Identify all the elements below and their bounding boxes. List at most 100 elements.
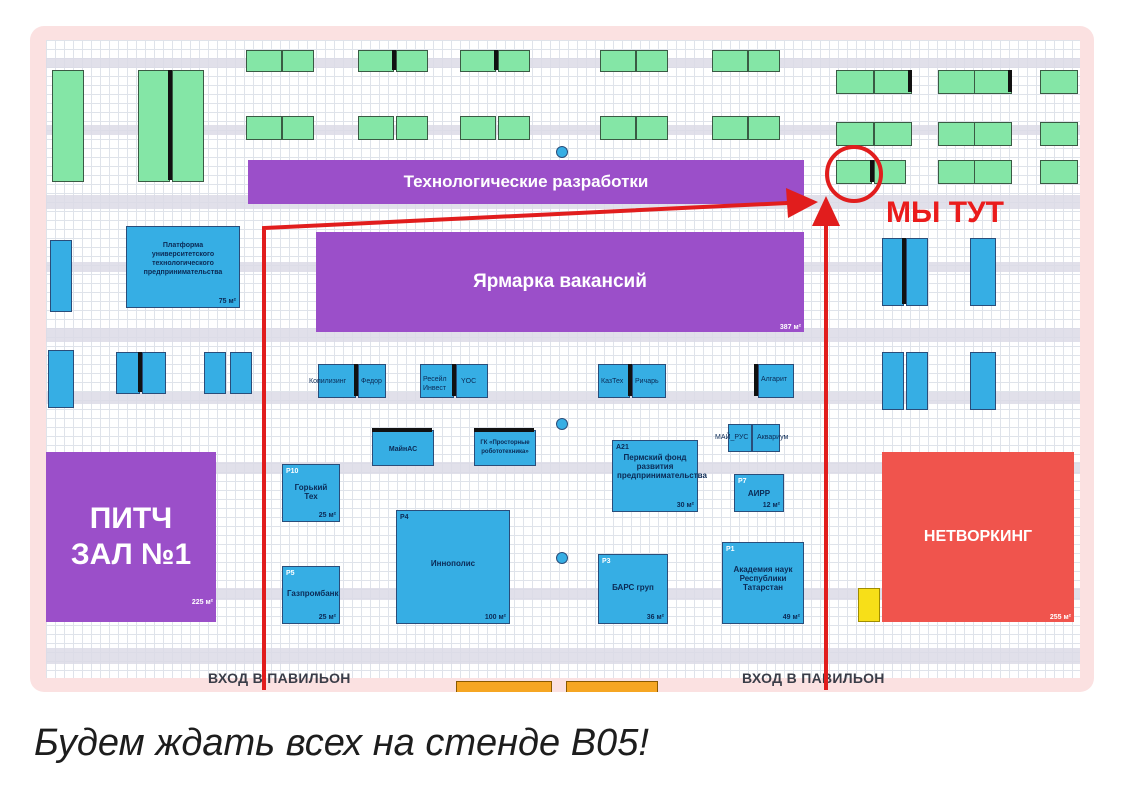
stand: Алгарит <box>758 364 794 398</box>
stand <box>970 238 996 306</box>
stand-area: 36 м² <box>646 614 664 621</box>
stand <box>600 116 636 140</box>
stand-column <box>52 70 84 182</box>
stand <box>358 116 394 140</box>
stand-a06: ГК «Просторные робототехника» <box>474 430 536 466</box>
stand-a21: A21 Пермский фонд развития предпринимате… <box>612 440 707 512</box>
stand-label: МайнАС <box>388 446 418 453</box>
aisle <box>46 58 1080 68</box>
divider <box>372 428 432 432</box>
tech-zone: Технологические разработки 14 <box>248 160 804 204</box>
pitch-zone: ПИТЧ ЗАЛ №1 225 м² <box>46 452 216 622</box>
stand <box>906 238 928 306</box>
stand <box>600 50 636 72</box>
entrance-door <box>456 681 552 692</box>
stand-code: P10 <box>286 468 299 475</box>
stand: Федор <box>358 364 386 398</box>
stand <box>882 352 904 410</box>
divider <box>452 364 456 396</box>
stand-p10: P10 Горький Тех 25 м² <box>282 464 340 522</box>
stand <box>498 50 530 72</box>
stand-code: P3 <box>602 558 611 565</box>
stand <box>836 122 874 146</box>
stand <box>636 50 668 72</box>
stand <box>938 160 976 184</box>
stand <box>498 116 530 140</box>
divider <box>474 428 534 432</box>
yellow-marker <box>858 588 880 622</box>
tech-zone-label: Технологические разработки <box>403 172 649 191</box>
stand <box>874 70 912 94</box>
caption: Будем ждать всех на стенде B05! <box>34 722 649 764</box>
stand-label: Алгарит <box>761 376 788 383</box>
stand-highlight-circle <box>825 145 883 203</box>
stand <box>974 122 1012 146</box>
stand: КазТех <box>598 364 630 398</box>
stand-b05[interactable] <box>836 160 872 184</box>
column-marker <box>556 552 568 564</box>
stand <box>1040 70 1078 94</box>
stand <box>836 70 874 94</box>
stand-label: Аквариум <box>757 434 789 441</box>
jobs-zone-area: 387 м² <box>779 324 801 331</box>
stand-area: 49 м² <box>782 614 800 621</box>
stand-p4: P4 Иннополис 100 м² <box>396 510 510 624</box>
stand-label: Ричарь <box>635 378 659 385</box>
stand-label: ГК «Просторные робототехника» <box>480 440 530 455</box>
stand-area: 100 м² <box>484 614 506 621</box>
stand: Аквариум <box>752 424 788 452</box>
stand-platform: Платформа университетского технологическ… <box>126 226 240 308</box>
stand <box>116 352 140 394</box>
stand-code: P7 <box>738 478 747 485</box>
floor-grid: Технологические разработки 14 Платформа … <box>46 40 1080 692</box>
divider <box>908 70 912 92</box>
stand-label: Пермский фонд развития предпринимательст… <box>617 453 707 480</box>
stand <box>974 70 1012 94</box>
stand-label: МАЙ_РУС <box>715 434 749 441</box>
stand-code: P4 <box>400 514 409 521</box>
stand-code: A21 <box>616 444 629 451</box>
jobs-zone-label: Ярмарка вакансий <box>473 271 647 292</box>
stand-area: 25 м² <box>318 614 336 621</box>
stand-label: Копилизинг <box>309 378 347 385</box>
aisle <box>46 328 1080 342</box>
stand-label: Иннополис <box>430 559 476 568</box>
stand <box>970 352 996 410</box>
entrance-right-label: ВХОД В ПАВИЛЬОН <box>742 670 885 686</box>
stand <box>204 352 226 394</box>
stand <box>712 116 748 140</box>
stand <box>246 116 282 140</box>
stand <box>1040 160 1078 184</box>
stand-label: Горький Тех <box>294 483 328 501</box>
stand <box>246 50 282 72</box>
stand-p3: P3 БАРС груп 36 м² <box>598 554 668 624</box>
column-marker <box>556 146 568 158</box>
aisle <box>46 125 1080 135</box>
stand-label: Федор <box>361 378 382 385</box>
entrance-left-label: ВХОД В ПАВИЛЬОН <box>208 670 351 686</box>
stand-area: 12 м² <box>762 502 780 509</box>
pitch-zone-line1: ПИТЧ <box>89 502 173 535</box>
networking-zone-label: НЕТВОРКИНГ <box>923 528 1033 545</box>
stand <box>748 116 780 140</box>
divider <box>392 50 396 70</box>
expo-floor-map: Технологические разработки 14 Платформа … <box>30 26 1094 692</box>
stand-label: Ресейл Инвест <box>423 376 447 392</box>
entrance-door <box>566 681 658 692</box>
route-left-arrow <box>262 200 809 690</box>
stand <box>282 50 314 72</box>
stand-label: БАРС груп <box>612 583 654 592</box>
stand <box>974 160 1012 184</box>
stand-code: P1 <box>726 546 735 553</box>
stand: Ресейл Инвест <box>420 364 454 398</box>
stand-label: АИРР <box>747 489 771 498</box>
stand <box>142 352 166 394</box>
stand <box>748 50 780 72</box>
stand: МАЙ_РУС <box>715 424 752 452</box>
column-marker <box>556 418 568 430</box>
stand-area: 75 м² <box>218 298 236 305</box>
stand <box>396 116 428 140</box>
divider <box>628 364 632 396</box>
stand-column <box>172 70 204 182</box>
